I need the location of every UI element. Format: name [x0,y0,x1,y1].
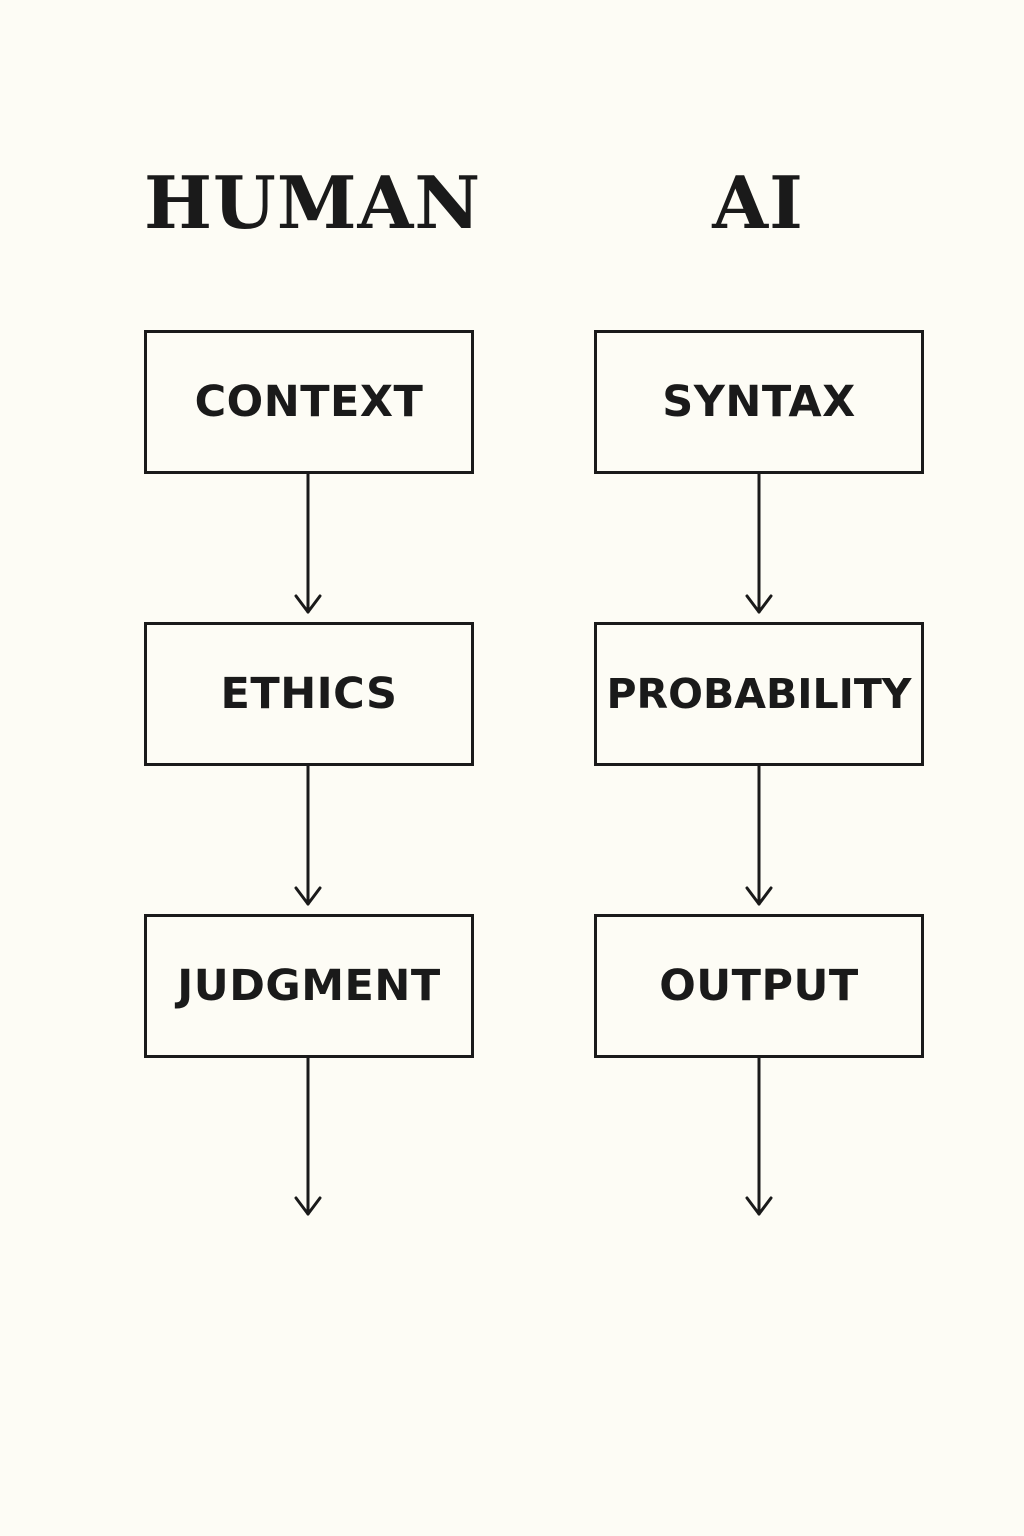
ai-arrow-3 [745,1056,773,1216]
human-arrow-2 [294,764,322,906]
ai-arrow-2 [745,764,773,906]
human-step-context-box: CONTEXT [144,330,474,474]
human-arrow-3 [294,1056,322,1216]
ai-step-syntax-box: SYNTAX [594,330,924,474]
human-step-ethics-box: ETHICS [144,622,474,766]
ai-arrow-1 [745,472,773,614]
ai-step-label: SYNTAX [662,377,856,427]
ai-step-output-box: OUTPUT [594,914,924,1058]
human-step-label: ETHICS [220,669,398,719]
human-step-judgment-box: JUDGMENT [144,914,474,1058]
human-step-label: CONTEXT [194,377,424,427]
human-heading: HUMAN [144,160,482,245]
human-arrow-1 [294,472,322,614]
human-step-label: JUDGMENT [177,961,441,1011]
ai-step-probability-box: PROBABILITY [594,622,924,766]
ai-step-label: OUTPUT [659,961,859,1011]
ai-step-label: PROBABILITY [606,670,912,718]
ai-heading: AI [712,160,804,245]
